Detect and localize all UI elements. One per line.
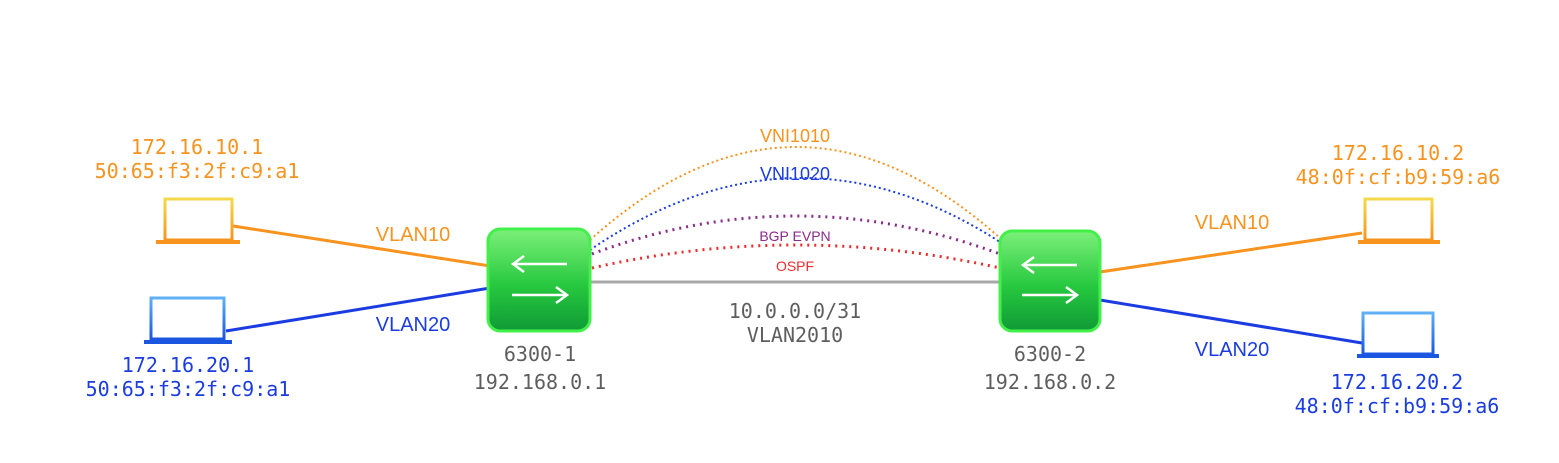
laptop-icon <box>156 197 240 244</box>
switch-icon <box>998 229 1102 333</box>
core-vlan-label: VLAN2010 <box>747 323 843 347</box>
switch-name-label: 6300-1 <box>504 342 576 366</box>
arc-bgp-evpn <box>591 214 1001 256</box>
protocol-label: OSPF <box>776 258 814 274</box>
arc-vni1010 <box>589 146 1001 241</box>
core-subnet-label: 10.0.0.0/31 <box>729 299 861 323</box>
host-mac-label: 48:0f:cf:b9:59:a6 <box>1296 165 1501 189</box>
link-left-vlan20 <box>225 286 491 333</box>
vni-label: VNI1020 <box>760 164 830 184</box>
link-left-vlan10 <box>232 224 491 268</box>
laptop-icon <box>1358 197 1440 244</box>
switch-name-label: 6300-2 <box>1014 342 1086 366</box>
host-mac-label: 50:65:f3:2f:c9:a1 <box>95 159 300 183</box>
protocol-label: BGP EVPN <box>759 228 830 244</box>
switch-ip-label: 192.168.0.2 <box>984 370 1116 394</box>
switch-ip-label: 192.168.0.1 <box>474 370 606 394</box>
vlan-label: VLAN20 <box>376 314 451 336</box>
switch-icon <box>486 227 592 333</box>
host-ip-label: 172.16.10.1 <box>131 135 263 159</box>
vlan-label: VLAN10 <box>376 224 451 246</box>
host-ip-label: 172.16.20.2 <box>1331 370 1463 394</box>
laptop-icon <box>1357 311 1439 358</box>
vni-label: VNI1010 <box>760 126 830 146</box>
link-right-vlan20 <box>1099 298 1363 345</box>
vlan-label: VLAN20 <box>1195 339 1270 361</box>
host-mac-label: 50:65:f3:2f:c9:a1 <box>86 377 291 401</box>
host-ip-label: 172.16.20.1 <box>122 353 254 377</box>
arc-vni1020 <box>589 177 1001 251</box>
host-mac-label: 48:0f:cf:b9:59:a6 <box>1295 394 1500 418</box>
vlan-label: VLAN10 <box>1195 212 1270 234</box>
link-right-vlan10 <box>1099 231 1363 274</box>
host-ip-label: 172.16.10.2 <box>1332 141 1464 165</box>
laptop-icon <box>144 296 232 344</box>
